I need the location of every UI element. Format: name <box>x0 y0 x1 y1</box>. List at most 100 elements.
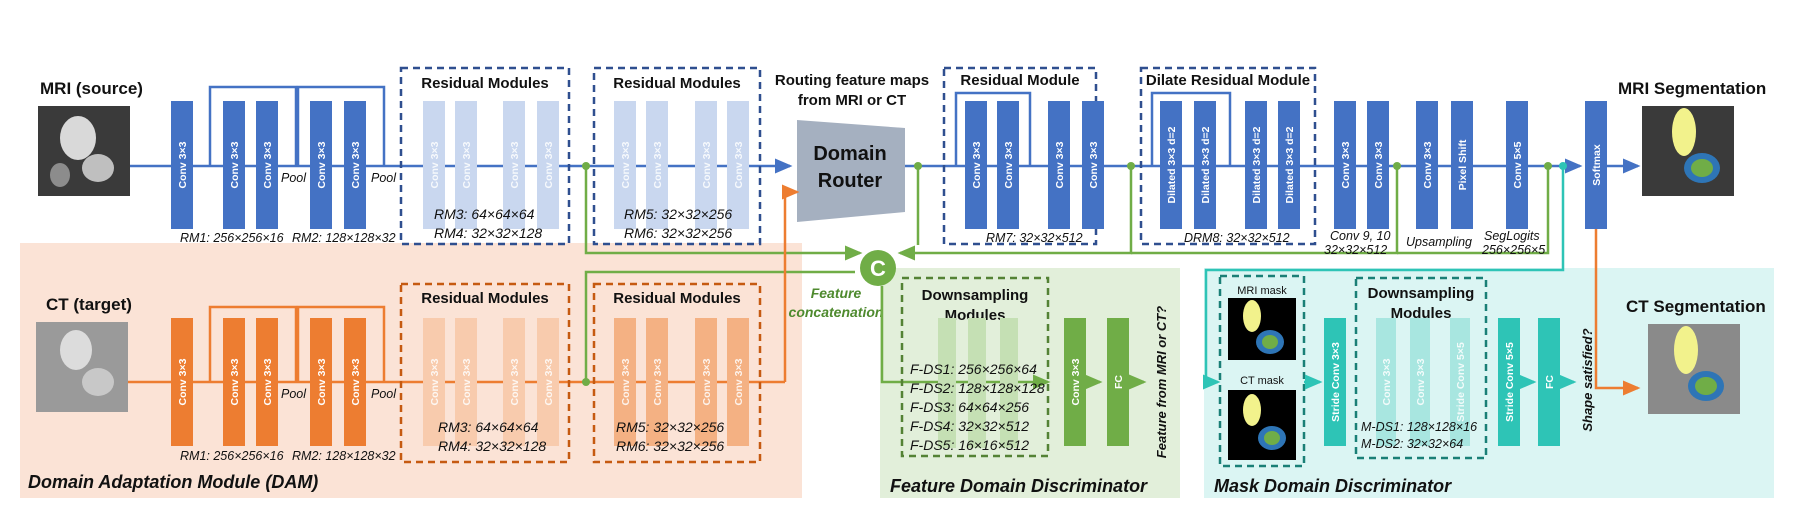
domain-router-label-1: Domain <box>813 143 886 165</box>
mri-pool1: Pool <box>281 171 307 185</box>
mdd-title: Mask Domain Discriminator <box>1214 476 1452 496</box>
conv910-annotation-2: 32×32×512 <box>1324 243 1387 257</box>
ct-pool1: Pool <box>281 387 307 401</box>
routing-text-2: from MRI or CT <box>798 92 906 109</box>
mask-input-group <box>1218 274 1306 468</box>
fdd-fc-label: FC <box>1113 375 1125 389</box>
fdd-fc-block <box>1107 318 1129 446</box>
mdd-stride-conv5-label: Stride Conv 5×5 <box>1504 342 1516 422</box>
mri-conv9-label: Conv 3×3 <box>1340 141 1352 188</box>
softmax-label: Softmax <box>1591 144 1603 186</box>
concat-symbol: C <box>870 256 886 281</box>
mdd-stride-conv3-label: Stride Conv 3×3 <box>1330 342 1342 422</box>
dam-title: Domain Adaptation Module (DAM) <box>28 472 318 492</box>
mri-conv1-block <box>171 101 193 229</box>
mri-pool2: Pool <box>371 171 397 185</box>
conv910-annotation-1: Conv 9, 10 <box>1330 229 1391 243</box>
mdd-ds-conv-a: Conv 3×3 <box>1381 358 1393 405</box>
fds1-annotation: F-DS1: 256×256×64 <box>910 361 1037 377</box>
fds4-annotation: F-DS4: 32×32×512 <box>910 418 1029 434</box>
mri-rm3-annotation: RM3: 64×64×64 <box>434 206 535 222</box>
ct-residual-group-2-title: Residual Modules <box>613 290 741 307</box>
mri-rm2-conv-b <box>344 101 366 229</box>
feature-concat-label-2: concatenation <box>789 304 884 320</box>
ct-residual-group-1-title: Residual Modules <box>421 290 549 307</box>
ct-rm6-conv-b: Conv 3×3 <box>733 358 745 405</box>
mri-rm4-conv-a: Conv 3×3 <box>509 141 521 188</box>
fdd-downsampling-title-1: Downsampling <box>922 287 1029 304</box>
mri-rm1-conv-a-label: Conv 3×3 <box>229 141 241 188</box>
mri-rm7-conv-c: Conv 3×3 <box>1054 141 1066 188</box>
mri-residual-group-1 <box>399 66 571 246</box>
mri-conv10-label: Conv 3×3 <box>1373 141 1385 188</box>
ct-conv1-block <box>171 318 193 446</box>
mri-rm7-title: Residual Module <box>960 72 1079 89</box>
mdd-stride-conv3-block <box>1324 318 1346 446</box>
routing-text-1: Routing feature maps <box>775 72 929 89</box>
fdd-conv-label: Conv 3×3 <box>1070 358 1082 405</box>
fds5-annotation: F-DS5: 16×16×512 <box>910 437 1029 453</box>
pixel-shift-block <box>1451 101 1473 229</box>
fdd-downsampling-group <box>900 276 1050 458</box>
mri-rm7-annotation: RM7: 32×32×512 <box>986 231 1083 245</box>
mri-rm6-conv-a: Conv 3×3 <box>701 141 713 188</box>
ct-rm6-annotation: RM6: 32×32×256 <box>616 438 724 454</box>
mri-rm7-conv-b: Conv 3×3 <box>1003 141 1015 188</box>
dam-panel <box>20 243 802 498</box>
ct-conv1-label: Conv 3×3 <box>177 358 189 405</box>
feature-concat-label-1: Feature <box>811 285 862 301</box>
mri-rm5-annotation: RM5: 32×32×256 <box>624 206 732 222</box>
mdd-stride-conv5-block <box>1498 318 1520 446</box>
ct-rm1-conv-b: Conv 3×3 <box>262 358 274 405</box>
ct-rm5-conv-a: Conv 3×3 <box>620 358 632 405</box>
ct-rm5-conv-b: Conv 3×3 <box>652 358 664 405</box>
ct-rm4-annotation: RM4: 32×32×128 <box>438 438 546 454</box>
mri-rm4-annotation: RM4: 32×32×128 <box>434 225 542 241</box>
seglogits-conv-label: Conv 5×5 <box>1512 141 1524 188</box>
mri-conv1-label: Conv 3×3 <box>177 141 189 188</box>
mri-drm8-dilated-a: Dilated 3×3 d=2 <box>1166 126 1178 203</box>
mri-residual-group-2-title: Residual Modules <box>613 75 741 92</box>
ct-rm3-conv-b: Conv 3×3 <box>461 358 473 405</box>
mri-rm2-conv-a-label: Conv 3×3 <box>316 141 328 188</box>
mri-rm7-conv-a: Conv 3×3 <box>971 141 983 188</box>
mri-mask-label: MRI mask <box>1237 285 1287 297</box>
mri-seg-title: MRI Segmentation <box>1618 79 1766 98</box>
ct-rm4-conv-b: Conv 3×3 <box>543 358 555 405</box>
fds3-annotation: F-DS3: 64×64×256 <box>910 399 1029 415</box>
shape-satisfied-question: Shape satisfied? <box>1580 328 1595 431</box>
mdd-ds-conv-c: Stride Conv 5×5 <box>1455 342 1467 422</box>
upsample-conv-block <box>1416 101 1438 229</box>
mri-rm2-conv-b-label: Conv 3×3 <box>350 141 362 188</box>
mri-drm8-group <box>1139 66 1317 246</box>
ct-residual-group-2 <box>592 282 762 464</box>
mds2-annotation: M-DS2: 32×32×64 <box>1361 437 1463 451</box>
mri-rm3-conv-b: Conv 3×3 <box>461 141 473 188</box>
ct-mask-label: CT mask <box>1240 375 1284 387</box>
pixel-shift-label: Pixel Shift <box>1457 139 1469 190</box>
mri-rm2-conv-a <box>310 101 332 229</box>
ct-rm1-conv-a: Conv 3×3 <box>229 358 241 405</box>
concatenation-node <box>860 250 896 286</box>
mri-rm7-conv-d: Conv 3×3 <box>1088 141 1100 188</box>
mri-drm8-dilated-b: Dilated 3×3 d=2 <box>1200 126 1212 203</box>
seglogits-annotation-2: 256×256×5 <box>1481 243 1545 257</box>
mri-residual-group-1-title: Residual Modules <box>421 75 549 92</box>
mri-rm5-conv-b: Conv 3×3 <box>652 141 664 188</box>
mri-rm5-conv-a: Conv 3×3 <box>620 141 632 188</box>
mdd-fc-block <box>1538 318 1560 446</box>
mri-rm1-conv-b-label: Conv 3×3 <box>262 141 274 188</box>
ct-rm2-conv-b: Conv 3×3 <box>350 358 362 405</box>
mri-conv10-block <box>1367 101 1389 229</box>
mri-source-title: MRI (source) <box>40 79 143 98</box>
fdd-downsampling-title-2: Modules <box>945 307 1006 324</box>
mdd-downsampling-title-1: Downsampling <box>1368 285 1475 302</box>
mri-rm3-conv-a: Conv 3×3 <box>429 141 441 188</box>
ct-rm1-annotation: RM1: 256×256×16 <box>180 449 284 463</box>
mri-drm8-annotation: DRM8: 32×32×512 <box>1184 231 1290 245</box>
ct-rm3-conv-a: Conv 3×3 <box>429 358 441 405</box>
ct-target-title: CT (target) <box>46 295 132 314</box>
mri-conv9-block <box>1334 101 1356 229</box>
